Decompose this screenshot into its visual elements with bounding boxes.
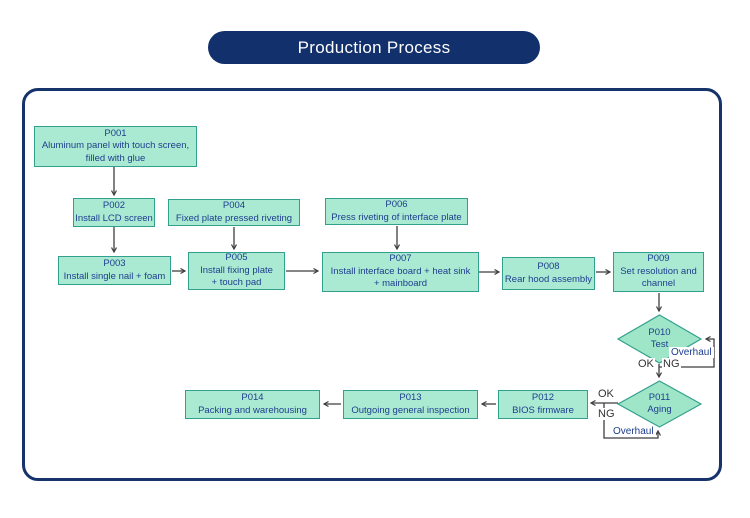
node-label: Fixed plate pressed riveting	[175, 212, 293, 224]
node-code: P010	[648, 327, 671, 338]
diamond-text: P011 Aging	[617, 380, 702, 428]
diamond-shape	[617, 380, 702, 428]
page-title: Production Process	[208, 31, 540, 64]
node-label: Aluminum panel with touch screen,	[41, 140, 190, 152]
node-p006: P006 Press riveting of interface plate	[325, 198, 468, 225]
label-ok-p011: OK	[597, 388, 615, 400]
node-label: + touch pad	[211, 277, 262, 289]
node-label: channel	[641, 278, 676, 290]
node-code: P009	[647, 253, 670, 265]
node-label: Set resolution and	[620, 265, 697, 277]
node-label: Aging	[647, 404, 672, 415]
node-p002: P002 Install LCD screen	[73, 198, 155, 227]
label-overhaul-p011: Overhaul	[611, 426, 656, 437]
node-code: P001	[104, 127, 127, 139]
node-code: P003	[103, 258, 126, 269]
node-label: Install interface board + heat sink	[330, 265, 471, 277]
node-code: P005	[225, 252, 248, 264]
node-label: filled with glue	[85, 152, 146, 164]
node-label: Packing and warehousing	[198, 404, 307, 416]
node-p007: P007 Install interface board + heat sink…	[322, 252, 479, 292]
label-ng-p011: NG	[597, 408, 616, 420]
node-label: Install single nail + foam	[63, 270, 166, 282]
label-ok-p010: OK	[637, 358, 655, 370]
node-label: Rear hood assembly	[504, 273, 593, 285]
node-p003: P003 Install single nail + foam	[58, 256, 171, 285]
node-code: P012	[531, 392, 555, 403]
node-code: P006	[385, 199, 408, 210]
node-label: BIOS firmware	[512, 404, 574, 416]
node-p011-decision: P011 Aging	[617, 380, 702, 428]
node-code: P004	[222, 200, 246, 211]
label-overhaul-p010: Overhaul	[669, 347, 714, 358]
arrow-p011-overhaul-loop	[603, 403, 658, 439]
label-ng-p010: NG	[662, 358, 681, 370]
node-label: Test	[650, 339, 669, 350]
node-p004: P004 Fixed plate pressed riveting	[168, 199, 300, 226]
node-p013: P013 Outgoing general inspection	[343, 390, 478, 419]
node-label: Install fixing plate	[200, 264, 273, 276]
flowchart-frame	[22, 88, 722, 481]
node-label: Outgoing general inspection	[351, 404, 470, 416]
node-p014: P014 Packing and warehousing	[185, 390, 320, 419]
node-code: P002	[102, 200, 126, 211]
node-p009: P009 Set resolution and channel	[613, 252, 704, 292]
node-code: P013	[399, 392, 422, 403]
node-p001: P001 Aluminum panel with touch screen, f…	[34, 126, 197, 167]
arrow-p010-overhaul-loop	[659, 339, 715, 368]
node-code: P014	[241, 392, 264, 403]
node-label: Install LCD screen	[75, 212, 153, 224]
node-code: P011	[648, 392, 671, 403]
node-p008: P008 Rear hood assembly	[502, 257, 595, 290]
node-code: P007	[389, 253, 412, 265]
node-code: P008	[537, 261, 560, 272]
node-label: Press riveting of interface plate	[331, 211, 462, 223]
diamond-text: P010 Test	[617, 314, 702, 364]
node-p012: P012 BIOS firmware	[498, 390, 588, 419]
node-p005: P005 Install fixing plate + touch pad	[188, 252, 285, 290]
node-label: + mainboard	[373, 278, 428, 290]
